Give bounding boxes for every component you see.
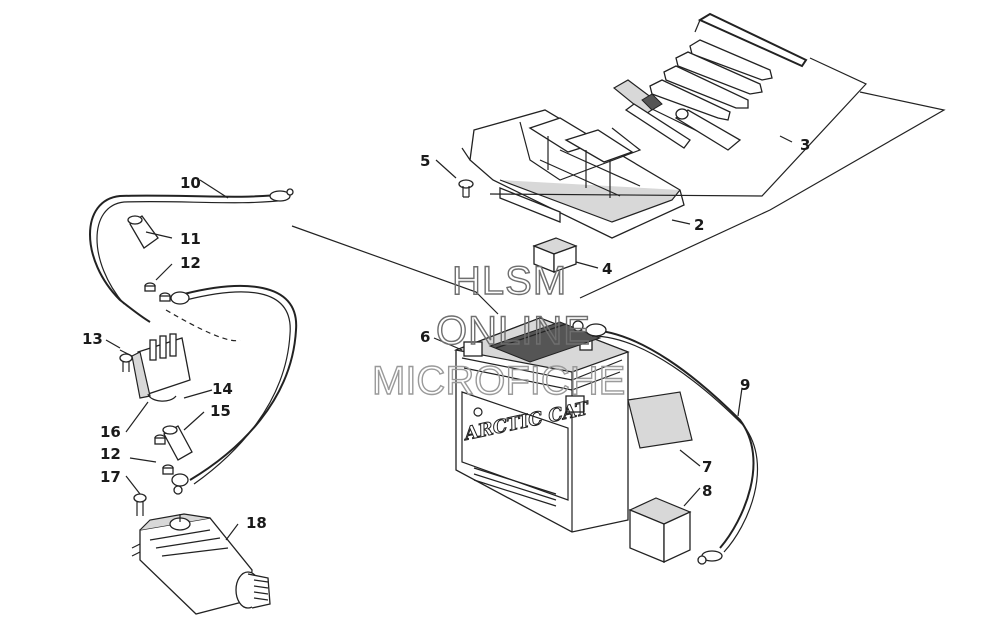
starter-motor [131, 513, 271, 615]
callout-8: 8 [702, 482, 712, 500]
battery-sticker [627, 391, 693, 449]
solenoid-mount-screw [119, 353, 133, 372]
nuts-top [144, 282, 171, 302]
battery-cable-positive [572, 320, 759, 565]
callout-3: 3 [800, 136, 810, 154]
battery: ARCTIC CAT [453, 317, 630, 533]
callout-18: 18 [246, 514, 267, 532]
callout-4: 4 [602, 260, 612, 278]
callout-14: 14 [212, 380, 233, 398]
watermark: HLSM ONLINE MICROFICHE [371, 258, 626, 403]
leader-lines [105, 57, 946, 541]
callout-5: 5 [420, 152, 430, 170]
callout-9: 9 [740, 376, 750, 394]
starter-terminal-boot [162, 425, 193, 461]
callout-11: 11 [180, 230, 201, 248]
callout-7: 7 [702, 458, 712, 476]
callout-12-top: 12 [180, 254, 201, 272]
callout-6: 6 [420, 328, 430, 346]
battery-cable-negative [89, 188, 294, 323]
callout-12-lower: 12 [100, 445, 121, 463]
callout-10: 10 [180, 174, 201, 192]
callout-2: 2 [694, 216, 704, 234]
tool-kit [612, 12, 808, 151]
watermark-line-1: HLSM [452, 259, 567, 303]
watermark-line-2: ONLINE [436, 309, 591, 353]
callout-13: 13 [82, 330, 103, 348]
starter-solenoid [119, 309, 241, 402]
callout-17: 17 [100, 468, 121, 486]
tool-tray [461, 109, 685, 239]
watermark-line-3: MICROFICHE [372, 359, 625, 403]
foam-pad-small [532, 237, 578, 273]
callout-labels: 10 11 12 13 14 15 16 12 17 18 5 2 3 4 6 … [82, 136, 810, 532]
nuts-lower [154, 434, 174, 475]
callout-16: 16 [100, 423, 121, 441]
screw [458, 179, 474, 198]
starter-cable [170, 285, 298, 495]
terminal-boot-cap [127, 215, 159, 249]
callout-15: 15 [210, 402, 231, 420]
foam-block [628, 497, 692, 564]
starter-mount-screw [133, 493, 147, 516]
